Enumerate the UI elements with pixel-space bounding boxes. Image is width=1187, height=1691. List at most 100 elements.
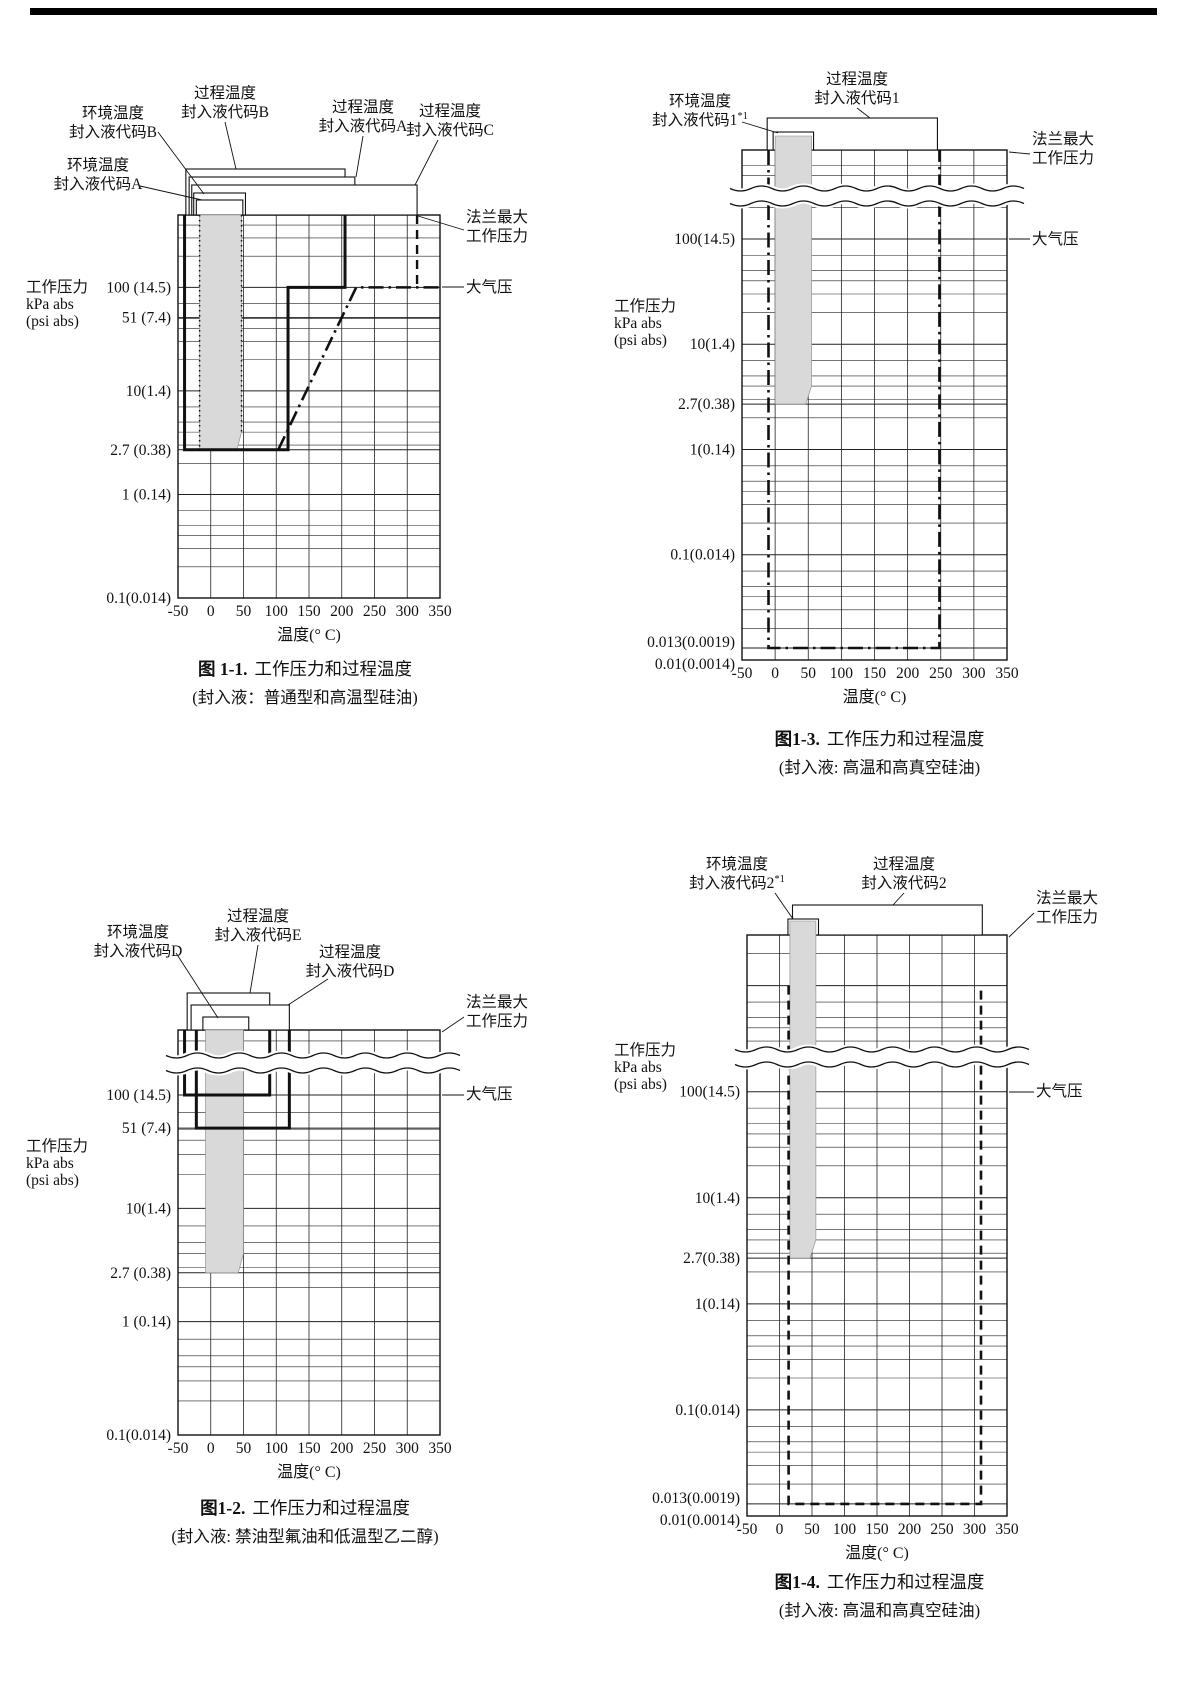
svg-text:1(0.14): 1(0.14) xyxy=(695,1296,740,1313)
svg-text:250: 250 xyxy=(929,665,953,682)
svg-text:0.1(0.014): 0.1(0.014) xyxy=(106,1427,171,1444)
svg-text:150: 150 xyxy=(297,1440,321,1457)
figure-1-4-subtitle: (封入液: 高温和高真空硅油) xyxy=(778,1601,981,1620)
svg-text:1(0.14): 1(0.14) xyxy=(690,441,735,458)
svg-text:300: 300 xyxy=(963,1521,987,1538)
svg-text:0.1(0.014): 0.1(0.014) xyxy=(106,590,171,607)
figure-1-2-number: 图1-2. xyxy=(200,1498,246,1518)
chart-working-pressure-vs-process-temp-1-3: 100(14.5) 10(1.4) 2.7(0.38) 1(0.14) 0.1(0.01… xyxy=(614,70,1094,706)
svg-text:过程温度封入液代码B: 过程温度封入液代码B xyxy=(181,84,269,121)
svg-text:350: 350 xyxy=(995,665,1019,682)
figure-1-3-caption-main: 图1-3. 工作压力和过程温度 xyxy=(612,726,1147,751)
svg-text:过程温度封入液代码1: 过程温度封入液代码1 xyxy=(814,70,899,107)
svg-text:300: 300 xyxy=(962,665,986,682)
svg-text:-50: -50 xyxy=(168,1440,189,1457)
svg-text:-50: -50 xyxy=(737,1521,758,1538)
svg-text:0.013(0.0019): 0.013(0.0019) xyxy=(652,1490,740,1507)
svg-text:100(14.5): 100(14.5) xyxy=(674,231,735,248)
svg-text:10(1.4): 10(1.4) xyxy=(695,1190,740,1207)
svg-text:200: 200 xyxy=(330,603,354,620)
svg-text:100(14.5): 100(14.5) xyxy=(679,1084,740,1101)
figure-1-2-title: 工作压力和过程温度 xyxy=(252,1498,410,1518)
svg-text:过程温度封入液代码A: 过程温度封入液代码A xyxy=(319,98,409,135)
figure-1-3-title: 工作压力和过程温度 xyxy=(826,729,985,749)
svg-text:大气压: 大气压 xyxy=(1036,1082,1083,1100)
svg-text:环境温度封入液代码D: 环境温度封入液代码D xyxy=(94,922,183,960)
svg-text:50: 50 xyxy=(804,1521,820,1538)
svg-text:150: 150 xyxy=(863,665,887,682)
svg-text:100 (14.5): 100 (14.5) xyxy=(106,279,171,296)
svg-text:300: 300 xyxy=(396,603,420,620)
svg-text:200: 200 xyxy=(898,1521,922,1538)
svg-text:350: 350 xyxy=(428,603,452,620)
svg-text:0: 0 xyxy=(207,603,215,620)
svg-text:0.01(0.0014): 0.01(0.0014) xyxy=(660,1512,740,1529)
svg-text:环境温度封入液代码A: 环境温度封入液代码A xyxy=(54,155,144,193)
chart-working-pressure-vs-process-temp-1-4: 100(14.5) 10(1.4) 2.7(0.38) 1(0.14) 0.1(0.01… xyxy=(614,855,1098,1561)
svg-text:0.013(0.0019): 0.013(0.0019) xyxy=(647,634,735,651)
svg-text:0.01(0.0014): 0.01(0.0014) xyxy=(655,656,735,673)
svg-text:法兰最大工作压力: 法兰最大工作压力 xyxy=(1032,130,1094,167)
chart-working-pressure-vs-process-temp-1-1: 100 (14.5) 51 (7.4) 10(1.4) 2.7 (0.38) 1 (0.… xyxy=(26,84,528,644)
figure-1-1-caption: 图 1-1. 工作压力和过程温度 (封入液：普通型和高温型硅油) xyxy=(18,656,548,708)
figure-1-4-caption-main: 图1-4.工作压力和过程温度 xyxy=(612,1569,1147,1594)
svg-text:50: 50 xyxy=(801,665,817,682)
chart-working-pressure-vs-process-temp-1-2: 100 (14.5)51 (7.4)10(1.4)2.7 (0.38)1 (0.… xyxy=(26,907,528,1481)
svg-text:350: 350 xyxy=(428,1440,452,1457)
svg-text:2.7 (0.38): 2.7 (0.38) xyxy=(110,442,171,459)
svg-text:100 (14.5): 100 (14.5) xyxy=(106,1087,171,1104)
svg-text:100: 100 xyxy=(265,1440,289,1457)
svg-text:大气压: 大气压 xyxy=(466,278,513,296)
svg-text:环境温度封入液代码2*1: 环境温度封入液代码2*1 xyxy=(689,855,785,892)
svg-text:0: 0 xyxy=(207,1440,215,1457)
figure-1-2: 100 (14.5)51 (7.4)10(1.4)2.7 (0.38)1 (0.… xyxy=(18,905,548,1547)
svg-text:-50: -50 xyxy=(732,665,753,682)
svg-text:1 (0.14): 1 (0.14) xyxy=(122,486,171,503)
figure-1-1-number: 图 1-1. xyxy=(197,659,248,679)
svg-text:-50: -50 xyxy=(168,603,189,620)
svg-text:2.7(0.38): 2.7(0.38) xyxy=(678,396,735,413)
svg-text:10(1.4): 10(1.4) xyxy=(126,1200,171,1217)
svg-text:100: 100 xyxy=(833,1521,857,1538)
svg-text:10(1.4): 10(1.4) xyxy=(690,336,735,353)
svg-text:法兰最大工作压力: 法兰最大工作压力 xyxy=(1036,889,1098,926)
svg-text:法兰最大工作压力: 法兰最大工作压力 xyxy=(466,993,528,1030)
svg-text:温度(° C): 温度(° C) xyxy=(277,1463,341,1481)
figure-1-4: 100(14.5) 10(1.4) 2.7(0.38) 1(0.14) 0.1(0.01… xyxy=(612,855,1177,1621)
svg-text:环境温度封入液代码1*1: 环境温度封入液代码1*1 xyxy=(652,91,748,129)
svg-text:50: 50 xyxy=(236,1440,252,1457)
svg-text:温度(° C): 温度(° C) xyxy=(277,626,341,644)
svg-text:0: 0 xyxy=(776,1521,784,1538)
figure-1-1-title: 工作压力和过程温度 xyxy=(254,659,413,679)
svg-text:50: 50 xyxy=(236,603,252,620)
svg-text:51 (7.4): 51 (7.4) xyxy=(122,310,171,327)
svg-text:环境温度封入液代码B: 环境温度封入液代码B xyxy=(69,103,157,141)
svg-text:300: 300 xyxy=(396,1440,420,1457)
figure-1-2-caption-main: 图1-2. 工作压力和过程温度 xyxy=(62,1495,548,1520)
svg-text:过程温度封入液代码2: 过程温度封入液代码2 xyxy=(861,855,946,892)
figure-1-1-subtitle: (封入液：普通型和高温型硅油) xyxy=(192,688,418,707)
svg-text:250: 250 xyxy=(363,1440,387,1457)
svg-text:250: 250 xyxy=(363,603,387,620)
svg-text:250: 250 xyxy=(930,1521,954,1538)
svg-text:100: 100 xyxy=(265,603,289,620)
figure-1-4-caption: 图1-4.工作压力和过程温度 (封入液: 高温和高真空硅油) xyxy=(612,1569,1177,1621)
figure-1-1: 100 (14.5) 51 (7.4) 10(1.4) 2.7 (0.38) 1 (0.… xyxy=(18,70,548,708)
figure-1-3-number: 图1-3. xyxy=(774,729,820,749)
svg-text:150: 150 xyxy=(865,1521,889,1538)
svg-text:温度(° C): 温度(° C) xyxy=(845,1544,909,1561)
svg-text:大气压: 大气压 xyxy=(1032,230,1079,248)
page-top-rule xyxy=(30,8,1157,15)
svg-text:过程温度封入液代码C: 过程温度封入液代码C xyxy=(406,102,494,139)
svg-text:200: 200 xyxy=(896,665,920,682)
svg-text:10(1.4): 10(1.4) xyxy=(126,383,171,400)
svg-text:2.7(0.38): 2.7(0.38) xyxy=(683,1250,740,1267)
figure-1-2-subtitle: (封入液: 禁油型氟油和低温型乙二醇) xyxy=(171,1527,439,1546)
svg-text:0.1(0.014): 0.1(0.014) xyxy=(670,547,735,564)
svg-text:200: 200 xyxy=(330,1440,354,1457)
svg-text:2.7 (0.38): 2.7 (0.38) xyxy=(110,1265,171,1282)
svg-text:350: 350 xyxy=(995,1521,1019,1538)
svg-text:0.1(0.014): 0.1(0.014) xyxy=(675,1402,740,1419)
